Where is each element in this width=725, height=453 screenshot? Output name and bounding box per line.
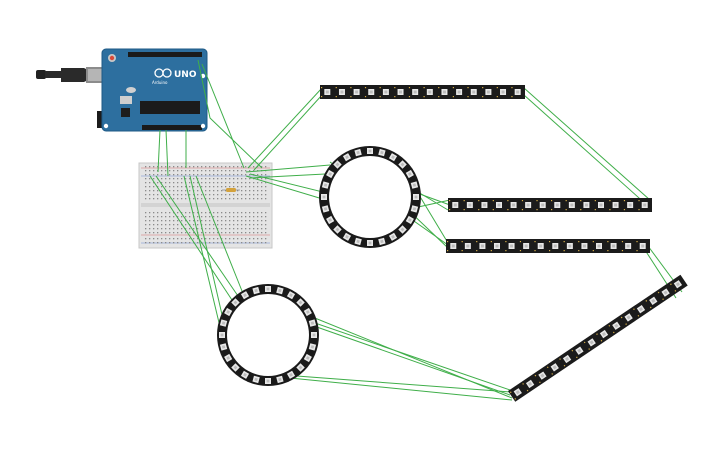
usb-cable-icon (61, 68, 90, 82)
digital-header (128, 52, 202, 57)
wire[interactable] (253, 94, 323, 171)
board-label: UNO (174, 70, 197, 80)
analog-power-header (142, 125, 202, 130)
wire[interactable] (201, 63, 245, 169)
wire[interactable] (523, 87, 651, 201)
wire[interactable] (289, 377, 513, 401)
strip-body (446, 239, 650, 253)
wire[interactable] (245, 175, 327, 201)
wire[interactable] (269, 373, 511, 393)
wire[interactable] (165, 129, 169, 177)
wire[interactable] (157, 129, 161, 173)
atmega-chip (140, 101, 200, 114)
wire[interactable] (197, 59, 263, 169)
wire[interactable] (149, 175, 233, 301)
led-strip-diagonal[interactable] (508, 274, 688, 402)
breadboard[interactable] (138, 162, 273, 249)
wire[interactable] (299, 311, 513, 399)
wire[interactable] (245, 164, 331, 173)
wire[interactable] (247, 87, 323, 169)
crystal-icon (120, 96, 132, 104)
arduino-logo-icon (154, 68, 172, 78)
wire[interactable] (195, 175, 245, 297)
resistor[interactable] (222, 188, 240, 192)
strip-body (320, 85, 525, 99)
wire[interactable] (523, 94, 649, 207)
wire[interactable] (417, 191, 449, 211)
led-strip-top[interactable] (320, 85, 525, 99)
arduino-board-body (101, 48, 208, 132)
usb-plug-icon (36, 70, 46, 79)
led-strip-middle-upper[interactable] (448, 198, 652, 212)
wires (149, 59, 683, 401)
led-ring-upper[interactable] (319, 146, 421, 248)
led-strip-middle-lower[interactable] (446, 239, 650, 253)
wire[interactable] (155, 175, 239, 297)
led-ring-lower[interactable] (217, 284, 319, 386)
strip-body (508, 274, 688, 402)
strip-body (448, 198, 652, 212)
brand-label: Arduino (152, 80, 168, 85)
arduino-uno-board[interactable]: UNO Arduino (36, 48, 208, 132)
